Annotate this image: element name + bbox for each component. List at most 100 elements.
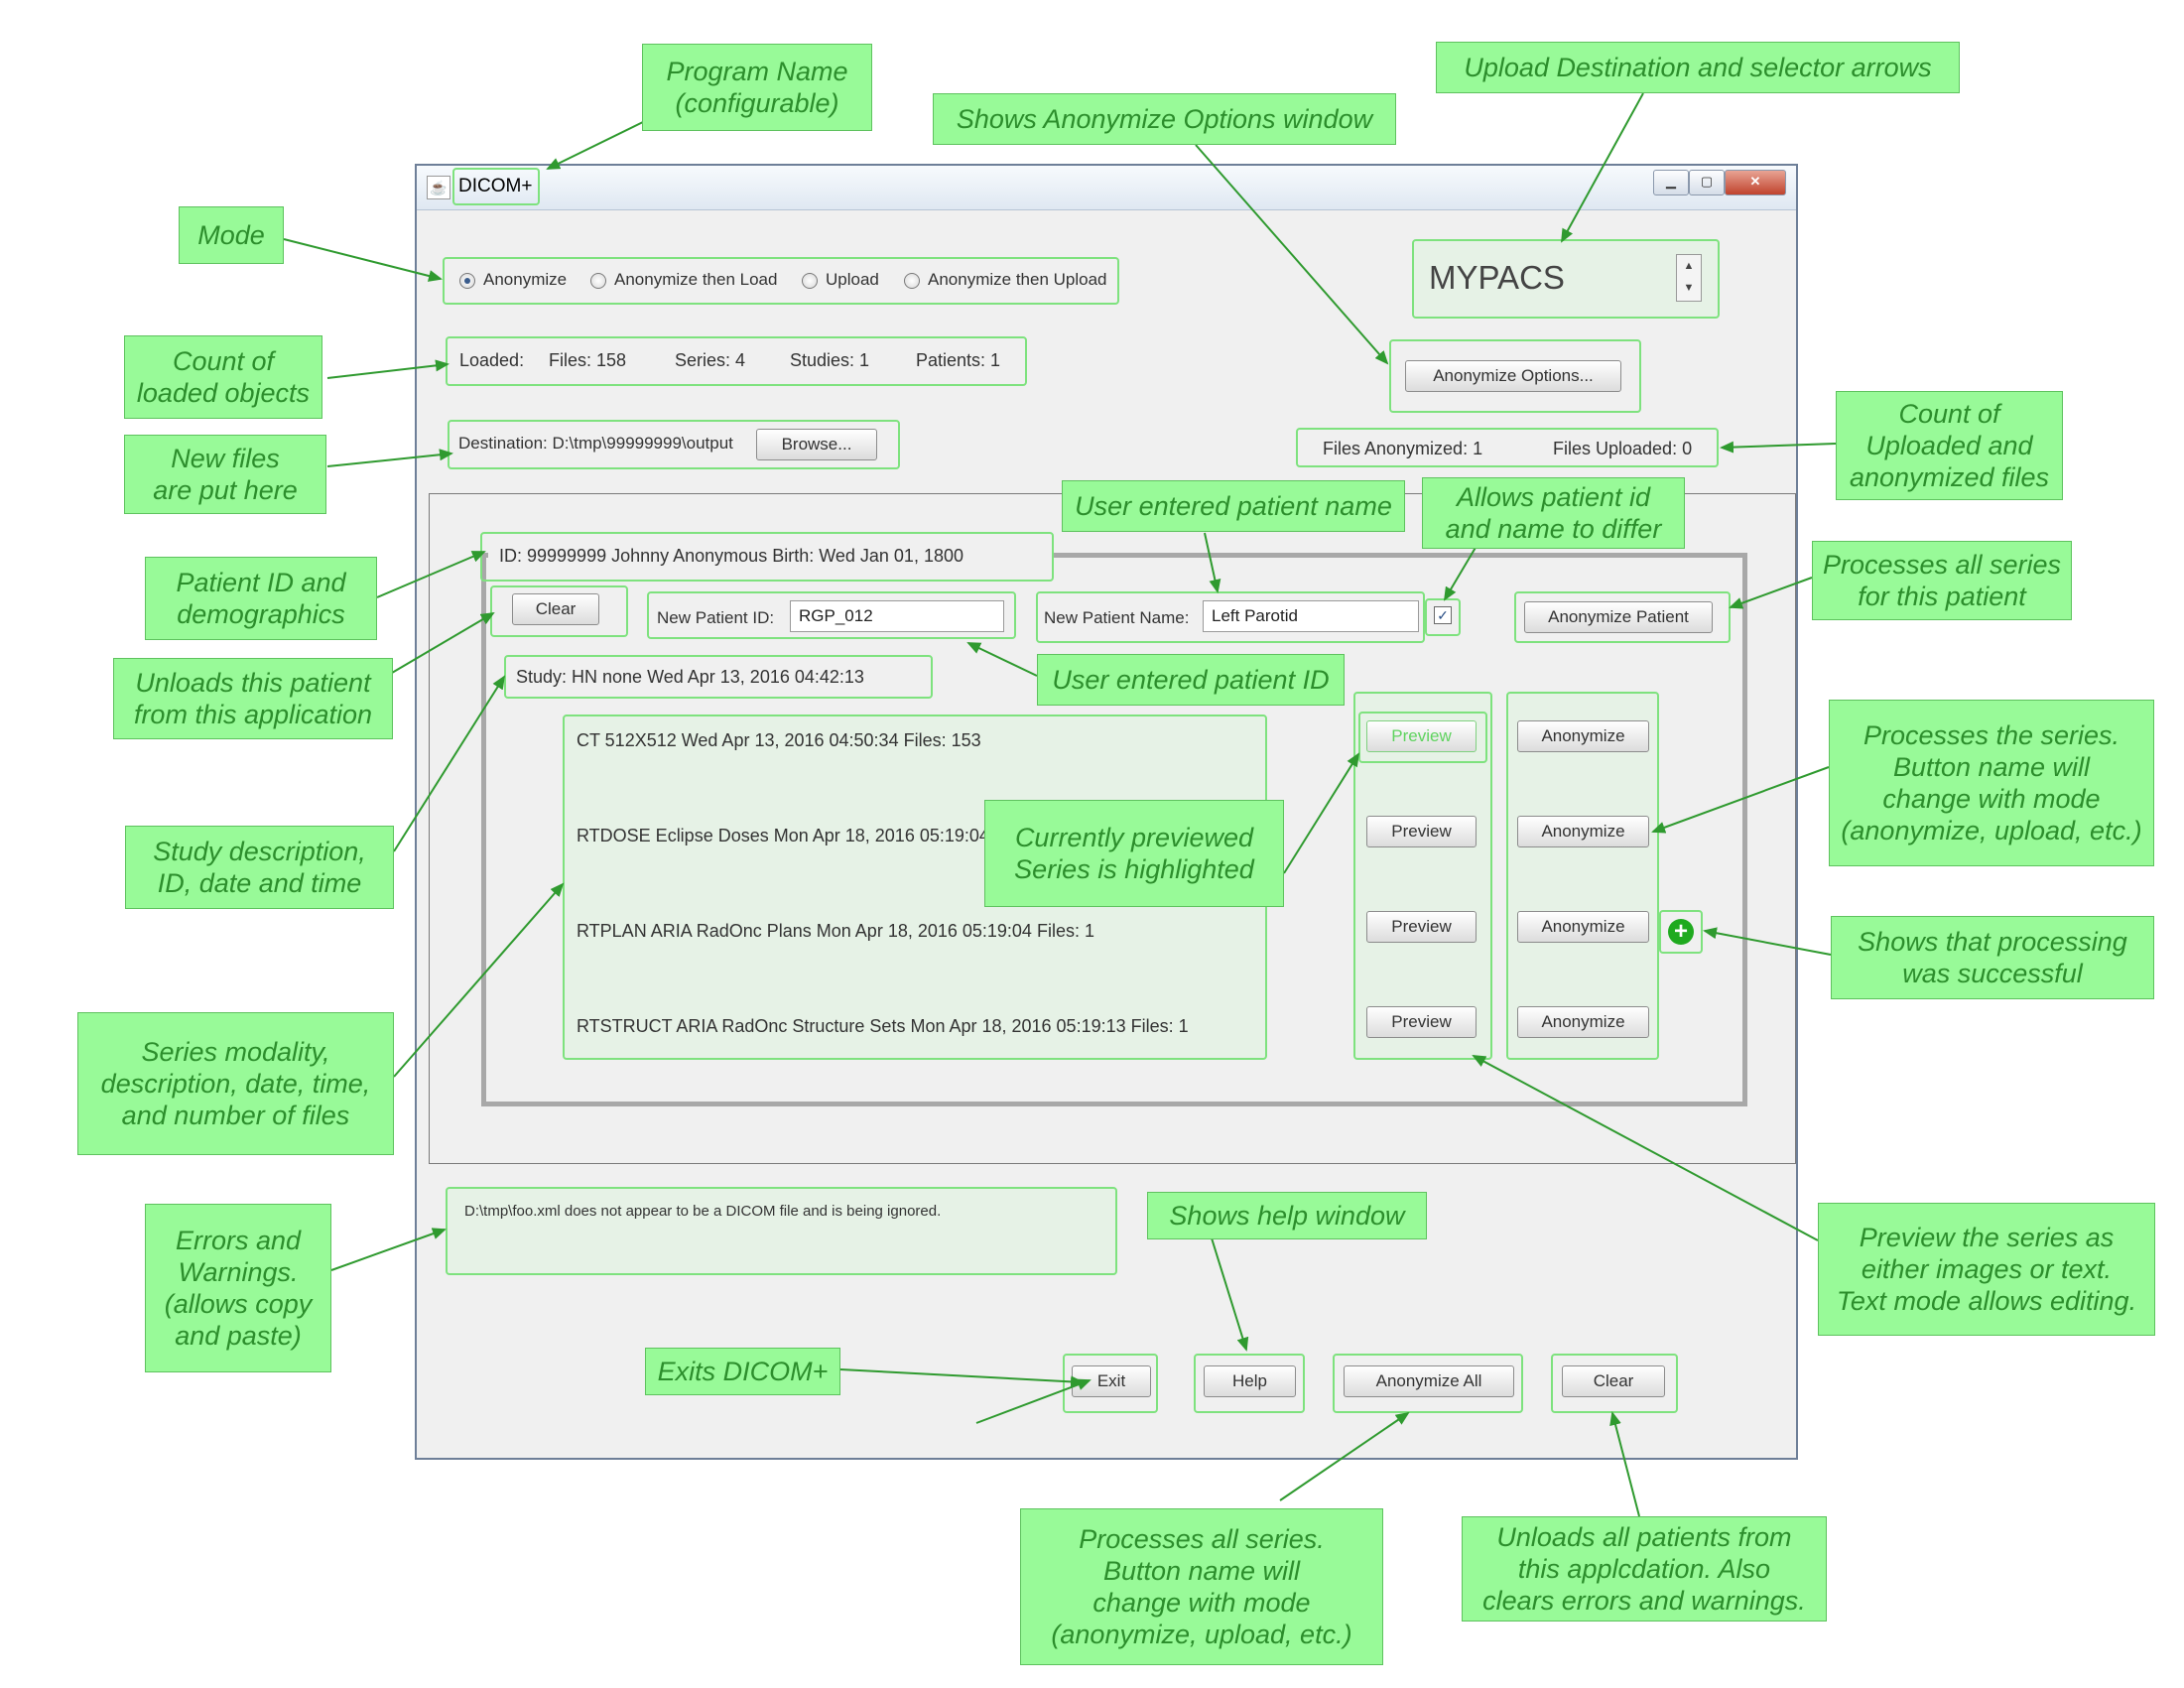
callout-processes-series: Processes the series. Button name will c…: [1829, 700, 2154, 866]
anonymize-series-button-3[interactable]: Anonymize: [1517, 1006, 1649, 1038]
title-bar[interactable]: ☕ DICOM+ ▁ ▢ ✕: [417, 166, 1796, 210]
previewed-highlight: [1358, 712, 1487, 763]
anonymize-series-button-2[interactable]: Anonymize: [1517, 911, 1649, 943]
series-2-text: RTPLAN ARIA RadOnc Plans Mon Apr 18, 201…: [577, 921, 1094, 941]
mode-radio-2[interactable]: [802, 273, 818, 289]
java-app-icon: ☕: [427, 176, 450, 199]
series-1-text: RTDOSE Eclipse Doses Mon Apr 18, 2016 05…: [577, 826, 1052, 845]
callout-series-description: Series modality, description, date, time…: [77, 1012, 394, 1155]
anonymize-patient-highlight: [1514, 591, 1731, 643]
patients-count: Patients: 1: [916, 350, 1001, 370]
anonymize-series-button-1[interactable]: Anonymize: [1517, 816, 1649, 847]
help-highlight: [1194, 1354, 1305, 1413]
new-patient-name-group: [1036, 591, 1425, 643]
files-count: Files: 158: [549, 350, 627, 370]
patient-demographics: ID: 99999999 Johnny Anonymous Birth: Wed…: [499, 546, 964, 566]
files-uploaded: Files Uploaded: 0: [1553, 439, 1693, 458]
minimize-icon[interactable]: ▁: [1653, 170, 1689, 195]
upload-destination-value: MYPACS: [1429, 259, 1565, 296]
clear-patient-highlight: [490, 585, 628, 637]
success-highlight: [1659, 910, 1703, 954]
preview-column: [1353, 692, 1492, 1060]
mode-radio-0[interactable]: [459, 273, 475, 289]
demographics-bg: [488, 538, 1054, 578]
spinner-up-icon[interactable]: ▲: [1683, 260, 1695, 272]
anonymize-all-button[interactable]: Anonymize All: [1344, 1365, 1514, 1397]
clear-patient-button[interactable]: Clear: [512, 593, 599, 625]
preview-button-0[interactable]: Preview: [1366, 720, 1477, 752]
callout-errors-warnings: Errors and Warnings. (allows copy and pa…: [145, 1204, 331, 1372]
anonymize-series-button-0[interactable]: Anonymize: [1517, 720, 1649, 752]
clear-all-button[interactable]: Clear: [1562, 1365, 1665, 1397]
callout-user-entered-id: User entered patient ID: [1037, 654, 1345, 706]
window-title: DICOM+: [458, 176, 533, 196]
callout-processes-patient: Processes all series for this patient: [1812, 541, 2072, 620]
anonymize-options-highlight: [1389, 339, 1641, 413]
mode-label-1: Anonymize then Load: [614, 270, 778, 289]
mode-label-2: Upload: [826, 270, 879, 289]
callout-upload-destination: Upload Destination and selector arrows: [1436, 42, 1960, 93]
callout-mode: Mode: [179, 206, 284, 264]
new-patient-name-input[interactable]: Left Parotid: [1203, 600, 1419, 632]
spinner-down-icon[interactable]: ▼: [1683, 282, 1695, 294]
mode-label-3: Anonymize then Upload: [928, 270, 1107, 289]
messages-area[interactable]: [446, 1187, 1117, 1275]
mode-radio-1[interactable]: [590, 273, 606, 289]
new-patient-name-label: New Patient Name:: [1044, 608, 1190, 627]
preview-button-2[interactable]: Preview: [1366, 911, 1477, 943]
anonymize-options-button[interactable]: Anonymize Options...: [1405, 360, 1621, 392]
series-0-text: CT 512X512 Wed Apr 13, 2016 04:50:34 Fil…: [577, 730, 981, 750]
callout-program-name: Program Name (configurable): [642, 44, 872, 131]
success-icon: +: [1668, 919, 1694, 945]
anonymize-all-highlight: [1333, 1354, 1523, 1413]
help-button[interactable]: Help: [1204, 1365, 1296, 1397]
messages-text: D:\tmp\foo.xml does not appear to be a D…: [464, 1203, 942, 1220]
allow-differ-checkbox[interactable]: ✓: [1434, 606, 1452, 624]
callout-anonymize-options: Shows Anonymize Options window: [933, 93, 1396, 145]
callout-processes-all: Processes all series. Button name will c…: [1020, 1508, 1383, 1665]
maximize-icon[interactable]: ▢: [1689, 170, 1725, 195]
upload-destination-spinner[interactable]: [1412, 239, 1720, 319]
differ-checkbox-highlight: [1425, 598, 1461, 636]
files-status-group: [1296, 428, 1719, 467]
preview-button-3[interactable]: Preview: [1366, 1006, 1477, 1038]
destination-group: [448, 420, 900, 469]
callout-patient-id: Patient ID and demographics: [145, 557, 377, 640]
new-patient-id-input[interactable]: RGP_012: [790, 600, 1004, 632]
mode-radio-group: [443, 257, 1119, 305]
callout-count-uploaded: Count of Uploaded and anonymized files: [1836, 391, 2063, 500]
callout-exits: Exits DICOM+: [645, 1348, 840, 1395]
patient-panel: [481, 553, 1747, 1106]
loaded-label: Loaded:: [459, 350, 525, 370]
title-highlight: [452, 168, 540, 205]
callout-success: Shows that processing was successful: [1831, 916, 2154, 999]
callout-help: Shows help window: [1147, 1192, 1427, 1239]
new-patient-id-label: New Patient ID:: [657, 608, 775, 627]
exit-highlight: [1063, 1354, 1158, 1413]
callout-count-loaded: Count of loaded objects: [124, 335, 322, 419]
new-patient-id-group: [647, 591, 1016, 639]
preview-button-1[interactable]: Preview: [1366, 816, 1477, 847]
mode-label-0: Anonymize: [483, 270, 568, 289]
close-icon[interactable]: ✕: [1725, 170, 1786, 195]
series-3-text: RTSTRUCT ARIA RadOnc Structure Sets Mon …: [577, 1016, 1189, 1036]
callout-unloads-all: Unloads all patients from this applcdati…: [1462, 1516, 1827, 1622]
callout-study-description: Study description, ID, date and time: [125, 826, 394, 909]
mode-radio-3[interactable]: [904, 273, 920, 289]
anonymize-patient-button[interactable]: Anonymize Patient: [1524, 601, 1713, 633]
studies-count: Studies: 1: [790, 350, 870, 370]
callout-unloads-patient: Unloads this patient from this applicati…: [113, 658, 393, 739]
callout-allows-differ: Allows patient id and name to differ: [1422, 477, 1685, 549]
series-count: Series: 4: [675, 350, 746, 370]
browse-button[interactable]: Browse...: [756, 429, 877, 460]
anonymize-column: [1506, 692, 1659, 1060]
callout-user-entered-name: User entered patient name: [1062, 480, 1405, 532]
files-anonymized: Files Anonymized: 1: [1323, 439, 1483, 458]
spinner-arrows[interactable]: ▲ ▼: [1676, 254, 1702, 302]
study-description: Study: HN none Wed Apr 13, 2016 04:42:13: [516, 667, 864, 687]
callout-preview-series: Preview the series as either images or t…: [1818, 1203, 2155, 1336]
callout-new-files: New files are put here: [124, 435, 326, 514]
callout-previewed-highlight: Currently previewed Series is highlighte…: [984, 800, 1284, 907]
destination-label: Destination: D:\tmp\99999999\output: [458, 434, 733, 453]
